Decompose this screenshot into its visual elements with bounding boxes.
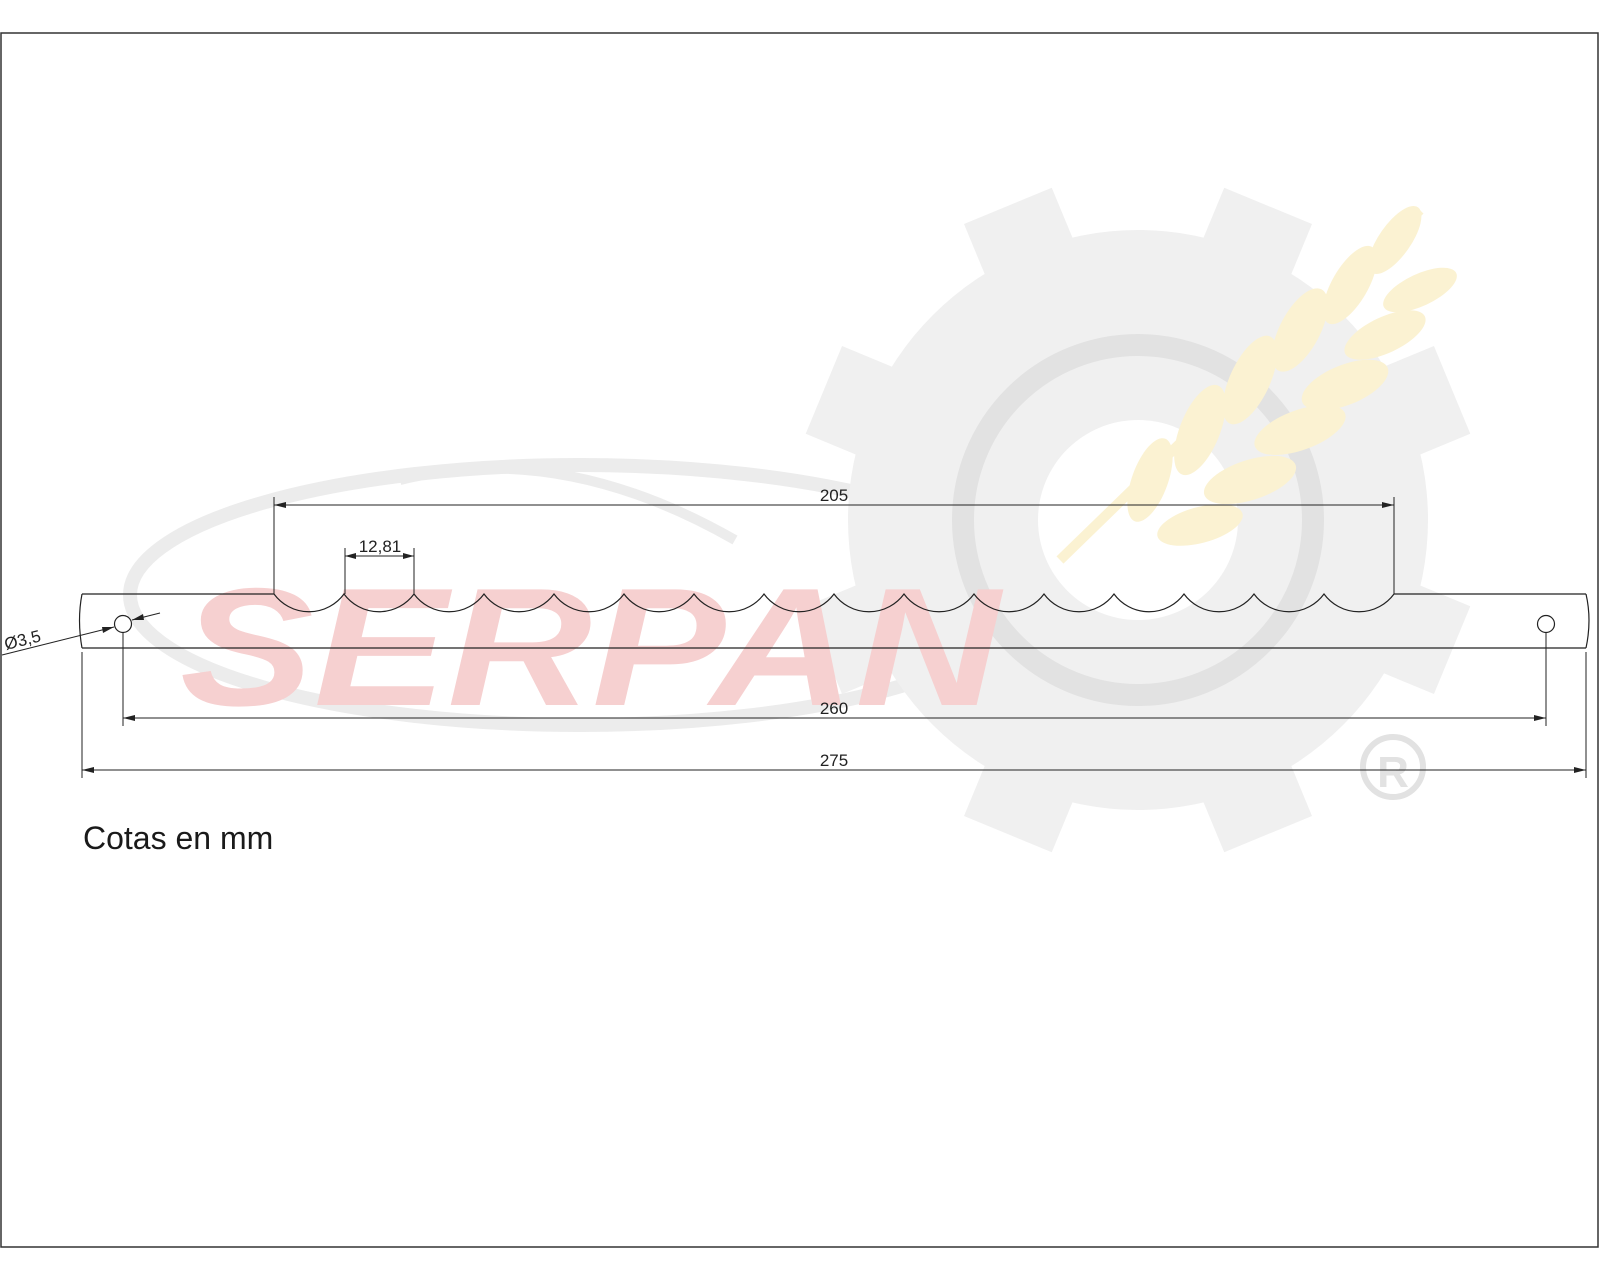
- dimension-serrated-length: 205: [273, 486, 1395, 594]
- overall-length-label: 275: [820, 751, 848, 770]
- registered-mark-icon: [1360, 734, 1426, 800]
- wheat-icon: [1056, 205, 1457, 564]
- dimension-pitch: 12,81: [344, 537, 415, 594]
- mounting-hole-left: [113, 614, 133, 634]
- serpan-watermark-logo: SERPAN R: [123, 187, 1471, 853]
- serrated-length-label: 205: [820, 486, 848, 505]
- gear-tooth: [1182, 187, 1312, 326]
- logo-wordmark: SERPAN: [180, 553, 1004, 741]
- hole-diameter-label: Ø3,5: [2, 627, 42, 654]
- gear-tooth: [1332, 564, 1471, 694]
- gear-tooth: [805, 346, 944, 476]
- gear-ring-icon: [952, 334, 1324, 706]
- blade-outline: [78, 592, 1590, 649]
- serrated-edge: [82, 592, 1586, 613]
- gear-tooth: [1182, 714, 1312, 853]
- dimension-hole-diameter: Ø3,5: [1, 612, 161, 656]
- dimension-hole-spacing: 260: [122, 632, 1547, 726]
- dimension-overall-length: 275: [81, 652, 1587, 778]
- gear-tooth: [805, 564, 944, 694]
- mounting-hole-right: [1536, 614, 1556, 634]
- units-note: Cotas en mm: [83, 820, 273, 856]
- gear-tooth: [964, 187, 1094, 326]
- gear-tooth: [964, 714, 1094, 853]
- pitch-label: 12,81: [359, 537, 402, 556]
- drawing-frame: [0, 32, 1599, 1248]
- registered-mark-letter: R: [1377, 748, 1409, 797]
- hole-spacing-label: 260: [820, 699, 848, 718]
